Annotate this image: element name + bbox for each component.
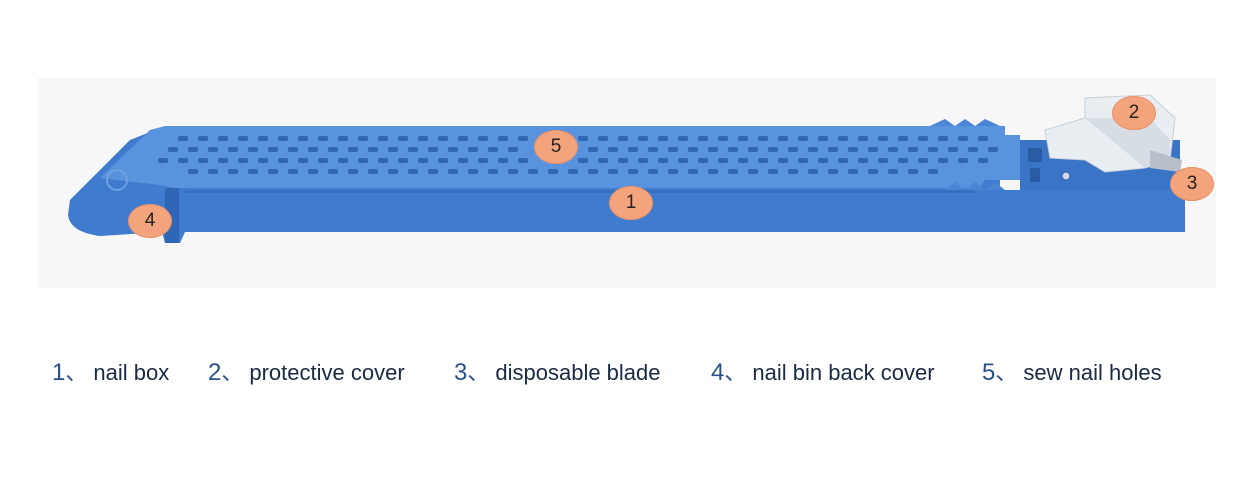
blade-shape <box>1150 150 1182 172</box>
rear-notch-2 <box>1030 168 1040 182</box>
legend-number: 4 <box>711 359 725 386</box>
callout-1: 1 <box>609 186 653 220</box>
legend-item-protective-cover: 2、protective cover <box>208 355 405 387</box>
legend-separator: 、 <box>467 360 490 385</box>
nail-holes-row-3 <box>158 158 988 163</box>
nail-holes-row-4 <box>188 169 938 174</box>
callout-2: 2 <box>1112 96 1156 130</box>
legend-label: nail box <box>93 360 170 385</box>
top-ridge <box>930 119 1000 126</box>
legend-number: 2 <box>208 359 222 386</box>
pin <box>1061 171 1071 181</box>
callout-4: 4 <box>128 204 172 238</box>
protective-cover-shade <box>1085 118 1170 168</box>
legend-label: sew nail holes <box>1023 360 1162 385</box>
side-edge-line <box>185 190 975 193</box>
legend: 1、nail box 2、protective cover 3、disposab… <box>0 355 1239 389</box>
legend-number: 1 <box>52 359 66 386</box>
callout-5: 5 <box>534 130 578 164</box>
nail-holes-row-2 <box>168 147 998 152</box>
callout-3: 3 <box>1170 167 1214 201</box>
legend-separator: 、 <box>724 360 747 385</box>
legend-number: 5 <box>982 359 996 386</box>
legend-label: protective cover <box>249 360 405 385</box>
side-ridge <box>945 182 1005 190</box>
legend-item-disposable-blade: 3、disposable blade <box>454 355 661 387</box>
legend-separator: 、 <box>995 360 1018 385</box>
legend-number: 3 <box>454 359 468 386</box>
legend-label: disposable blade <box>495 360 661 385</box>
legend-item-sew-nail-holes: 5、sew nail holes <box>982 355 1162 387</box>
legend-item-nail-box: 1、nail box <box>52 355 169 387</box>
nail-holes-row-1 <box>178 136 988 141</box>
legend-label: nail bin back cover <box>752 360 935 385</box>
legend-separator: 、 <box>221 360 244 385</box>
rear-notch <box>1028 148 1042 162</box>
legend-item-nail-bin-back-cover: 4、nail bin back cover <box>711 355 935 387</box>
logo-circle <box>106 169 128 191</box>
legend-separator: 、 <box>65 360 88 385</box>
